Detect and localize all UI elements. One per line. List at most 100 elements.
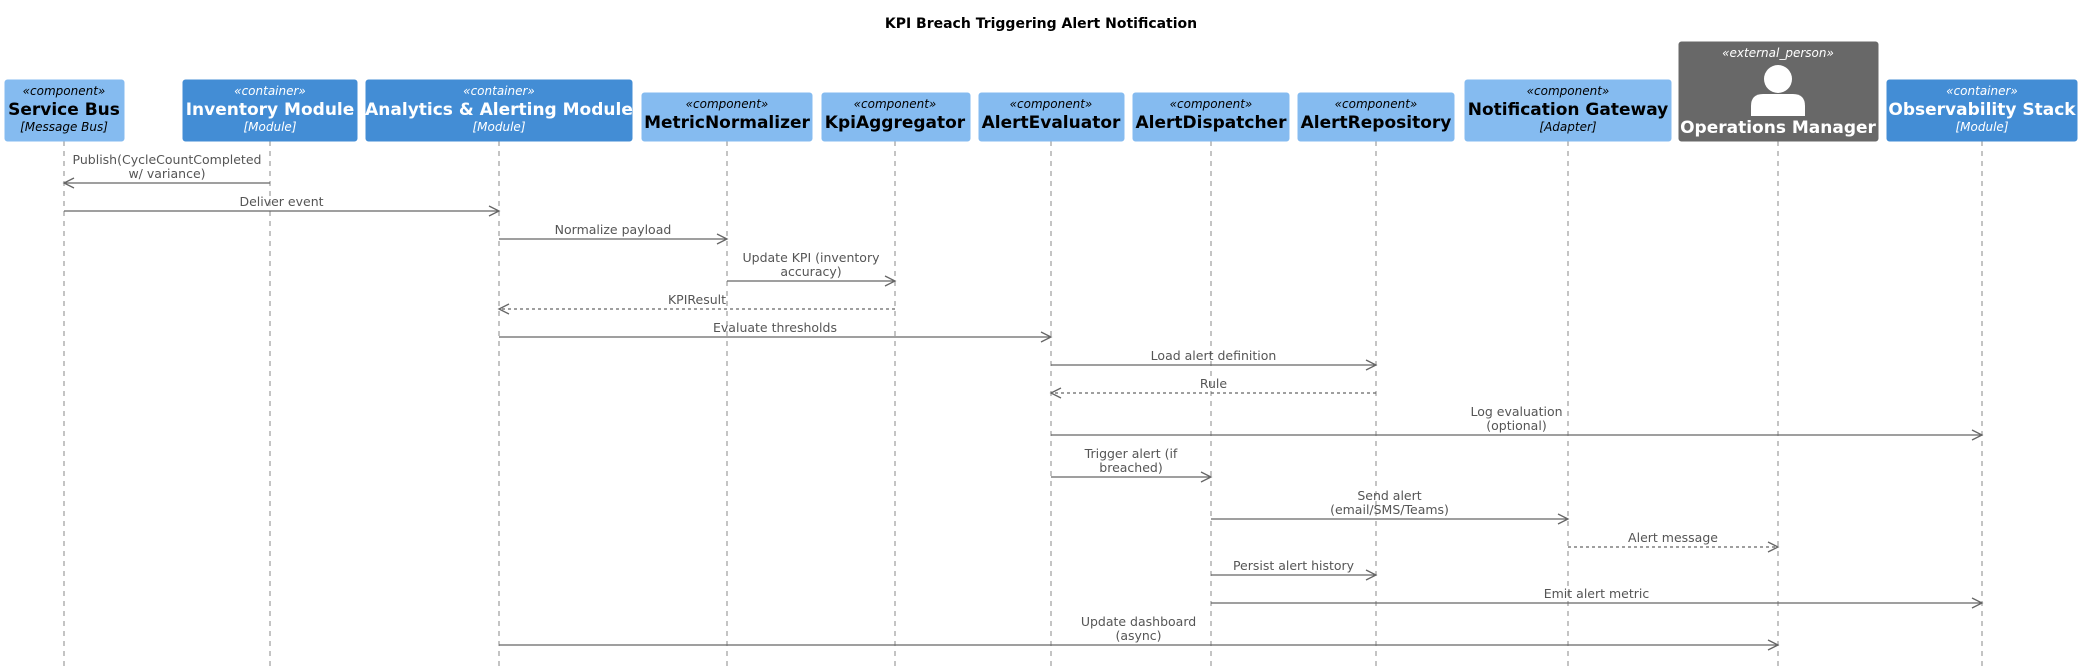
arrow-head — [1365, 359, 1378, 371]
message-7: Load alert definition — [1051, 348, 1378, 371]
message-2: Deliver event — [64, 194, 501, 217]
message-label: Evaluate thresholds — [713, 320, 837, 335]
participant-stereotype: «container» — [463, 84, 535, 98]
participant-name: KpiAggregator — [825, 113, 966, 133]
participant-stereotype: «component» — [686, 97, 769, 111]
message-label: Normalize payload — [555, 222, 672, 237]
participant-inventory-module: «container» Inventory Module[Module] — [182, 79, 358, 142]
message-label: (async) — [1115, 628, 1161, 643]
participant-name: AlertEvaluator — [982, 113, 1121, 133]
participant-technology: [Module] — [244, 120, 297, 134]
participants: «component» Service Bus[Message Bus] «cont… — [4, 41, 2078, 142]
lifelines — [63, 141, 1983, 668]
arrow-head — [1049, 387, 1062, 399]
message-label: (optional) — [1486, 418, 1546, 433]
participant-technology: [Adapter] — [1539, 120, 1597, 134]
participant-box — [1297, 92, 1455, 142]
message-label: Trigger alert (if — [1084, 446, 1178, 461]
participant-name: Observability Stack — [1888, 100, 2076, 120]
participant-stereotype: «component» — [23, 84, 106, 98]
arrow-head — [1767, 639, 1780, 651]
message-label: Alert message — [1628, 530, 1718, 545]
participant-name: Operations Manager — [1680, 118, 1876, 138]
participant-stereotype: «component» — [1170, 97, 1253, 111]
participant-stereotype: «component» — [1335, 97, 1418, 111]
message-14: Emit alert metric — [1211, 586, 1984, 609]
message-15: Update dashboard(async) — [499, 614, 1780, 651]
participant-box — [4, 79, 125, 142]
message-6: Evaluate thresholds — [499, 320, 1053, 343]
participant-notification-gateway: «component»Notification Gateway[Adapter] — [1464, 79, 1672, 142]
message-label: Update dashboard — [1081, 614, 1196, 629]
message-label: Deliver event — [239, 194, 323, 209]
message-label: (email/SMS/Teams) — [1330, 502, 1449, 517]
participant-stereotype: «container» — [234, 84, 306, 98]
participant-name: AlertDispatcher — [1136, 113, 1288, 133]
person-icon — [1751, 65, 1805, 116]
participant-alert-repository: «component» AlertRepository — [1297, 92, 1455, 142]
participant-box — [182, 79, 358, 142]
diagram-title: KPI Breach Triggering Alert Notification — [885, 16, 1197, 32]
participant-name: MetricNormalizer — [644, 113, 810, 133]
participant-box — [1464, 79, 1672, 142]
participant-kpi-aggregator: «component»KpiAggregator — [821, 92, 971, 142]
participant-box — [978, 92, 1125, 142]
participant-box — [1132, 92, 1290, 142]
participant-stereotype: «container» — [1946, 84, 2018, 98]
arrow-head — [1971, 597, 1984, 609]
participant-name: Inventory Module — [186, 100, 355, 120]
participant-operations-manager: «external_person» Operations Manager — [1678, 41, 1879, 142]
participant-metric-normalizer: «component» MetricNormalizer — [641, 92, 813, 142]
message-label: Persist alert history — [1233, 558, 1355, 573]
participant-name: Notification Gateway — [1468, 100, 1668, 120]
arrow-head — [716, 233, 729, 245]
arrow-head — [1200, 471, 1213, 483]
arrow-head — [1971, 429, 1984, 441]
message-label: Rule — [1200, 376, 1228, 391]
message-11: Send alert(email/SMS/Teams) — [1211, 488, 1570, 525]
participant-technology: [Message Bus] — [20, 120, 108, 134]
message-label: Send alert — [1357, 488, 1421, 503]
message-label: accuracy) — [780, 264, 841, 279]
message-label: Log evaluation — [1470, 404, 1562, 419]
arrow-head — [62, 177, 75, 189]
message-9: Log evaluation(optional) — [1051, 404, 1984, 441]
participant-name: Service Bus — [8, 100, 120, 120]
participant-box — [365, 79, 633, 142]
message-5: KPIResult — [497, 292, 895, 315]
message-label: Load alert definition — [1151, 348, 1277, 363]
message-label: w/ variance) — [128, 166, 205, 181]
arrow-head — [488, 205, 501, 217]
message-12: Alert message — [1568, 530, 1780, 553]
participant-observability-stack: «container»Observability Stack[Module] — [1886, 79, 2078, 142]
participant-service-bus: «component» Service Bus[Message Bus] — [4, 79, 125, 142]
participant-box — [821, 92, 971, 142]
participant-box — [1886, 79, 2078, 142]
message-label: Update KPI (inventory — [742, 250, 880, 265]
participant-alert-dispatcher: «component» AlertDispatcher — [1132, 92, 1290, 142]
message-label: Emit alert metric — [1544, 586, 1650, 601]
participant-alert-evaluator: «component» AlertEvaluator — [978, 92, 1125, 142]
participant-box — [641, 92, 813, 142]
message-label: Publish(CycleCountCompleted — [73, 152, 262, 167]
message-3: Normalize payload — [499, 222, 729, 245]
participant-analytics-alerting-module: «container» Analytics & Alerting Module[M… — [365, 79, 633, 142]
arrow-head — [1365, 569, 1378, 581]
participant-name: AlertRepository — [1301, 113, 1452, 133]
participant-name: Analytics & Alerting Module — [365, 100, 633, 120]
participant-stereotype: «external_person» — [1722, 46, 1834, 60]
message-label: breached) — [1099, 460, 1162, 475]
participant-technology: [Module] — [473, 120, 526, 134]
arrow-head — [1767, 541, 1780, 553]
arrow-head — [497, 303, 510, 315]
arrow-head — [1557, 513, 1570, 525]
participant-stereotype: «component» — [1010, 97, 1093, 111]
arrow-head — [884, 275, 897, 287]
message-8: Rule — [1049, 376, 1376, 399]
message-label: KPIResult — [668, 292, 726, 307]
